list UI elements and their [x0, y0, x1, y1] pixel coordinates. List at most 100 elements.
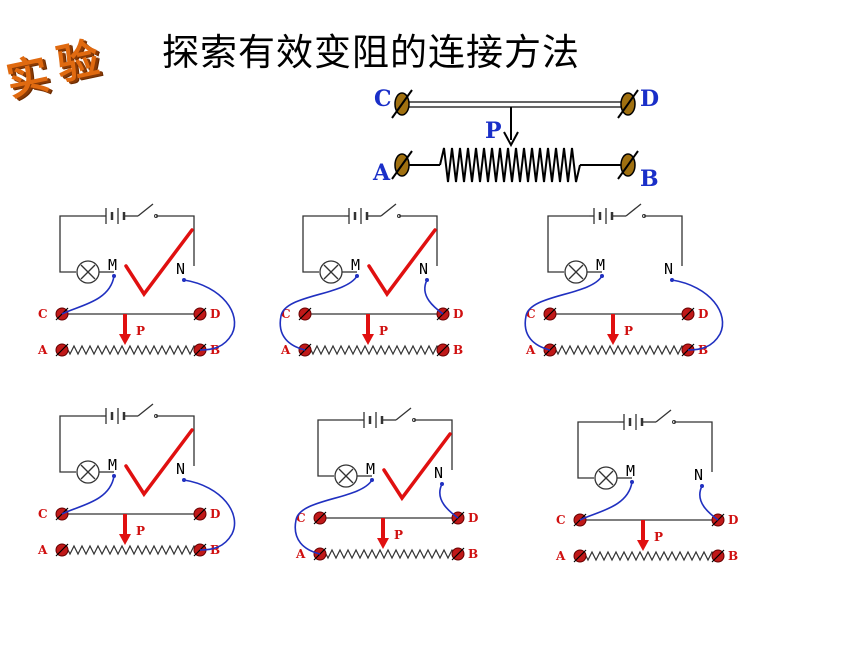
battery-icon: [101, 408, 138, 424]
battery-icon: [101, 208, 138, 224]
circuit-wire-left: [317, 419, 359, 477]
circuit-wire-left: [302, 215, 344, 273]
wire-n-to-d: [424, 279, 444, 315]
terminal-d: [193, 507, 207, 521]
circuit-wire-right: [644, 215, 683, 266]
label-b: B: [728, 549, 738, 563]
label-d: D: [453, 307, 463, 321]
label-n: N: [434, 464, 443, 482]
wire-m-to-a: [279, 275, 358, 351]
circuit-wire-left: [59, 415, 101, 473]
label-m: M: [366, 460, 375, 478]
label-c: C: [38, 507, 48, 521]
slider-p: [381, 518, 385, 540]
circuit-wire-left: [59, 215, 101, 273]
terminal-b: [436, 343, 450, 357]
terminal-b: [711, 549, 725, 563]
label-a: A: [555, 549, 566, 563]
wire-n-to-d: [439, 483, 459, 519]
lamp-icon: [76, 460, 114, 484]
label-a: A: [525, 343, 536, 357]
label-d: D: [698, 307, 708, 321]
battery-icon: [344, 208, 381, 224]
battery-icon: [359, 412, 396, 428]
label-m: M: [596, 256, 605, 274]
label-n: N: [176, 260, 185, 278]
terminal-c: [313, 511, 327, 525]
terminal-c: [298, 307, 312, 321]
label-p: P: [394, 528, 403, 542]
main-coil: [439, 147, 581, 183]
switch-icon: [395, 407, 416, 422]
main-terminal-b: [617, 150, 639, 180]
battery-icon: [619, 414, 656, 430]
switch-icon: [625, 203, 646, 218]
wire-m-to-a: [524, 275, 603, 351]
wire-n-to-b: [183, 479, 236, 551]
wire-m-to-c: [579, 481, 633, 521]
slider-p: [641, 520, 645, 542]
label-d: D: [210, 307, 220, 321]
check-mark-icon: [124, 428, 194, 498]
label-m: M: [626, 462, 635, 480]
label-m: M: [108, 456, 117, 474]
check-mark-icon: [124, 228, 194, 298]
page-title: 探索有效变阻的连接方法: [162, 31, 580, 74]
label-b: B: [698, 343, 708, 357]
circuit-wire-right: [399, 215, 438, 266]
label-a: A: [295, 547, 306, 561]
label-a: A: [37, 343, 48, 357]
check-mark-icon: [382, 432, 452, 502]
main-terminal-d: [617, 89, 639, 119]
switch-icon: [655, 409, 676, 424]
label-a: A: [280, 343, 291, 357]
wire-n-to-b: [671, 279, 724, 351]
slider-p: [123, 514, 127, 536]
wire-n-to-d: [699, 485, 719, 521]
wire-m-to-a: [294, 479, 373, 555]
terminal-a: [573, 549, 587, 563]
label-c: C: [296, 511, 306, 525]
check-mark-icon: [367, 228, 437, 298]
label-d: D: [210, 507, 220, 521]
label-n: N: [176, 460, 185, 478]
lamp-icon: [334, 464, 372, 488]
label-d: D: [728, 513, 738, 527]
terminal-a: [55, 543, 69, 557]
label-p: P: [654, 530, 663, 544]
battery-icon: [589, 208, 626, 224]
label-b: B: [210, 543, 220, 557]
label-d: D: [468, 511, 478, 525]
slider-p: [123, 314, 127, 336]
circuit-wire-left: [577, 421, 619, 479]
label-c: C: [526, 307, 536, 321]
main-label-b: B: [640, 166, 659, 192]
terminal-d: [681, 307, 695, 321]
label-b: B: [453, 343, 463, 357]
wire-m-to-c: [61, 475, 115, 515]
circuit-wire-right: [414, 419, 453, 470]
terminal-a: [55, 343, 69, 357]
wire-n-to-b: [183, 279, 236, 351]
label-b: B: [210, 343, 220, 357]
circuit-wire-left: [547, 215, 589, 273]
label-m: M: [351, 256, 360, 274]
slider-p: [366, 314, 370, 336]
circuit-wire-right: [156, 415, 195, 466]
coil-ab: [304, 344, 444, 356]
coil-ab: [61, 344, 201, 356]
switch-icon: [137, 403, 158, 418]
coil-ab: [61, 544, 201, 556]
terminal-c: [543, 307, 557, 321]
label-a: A: [37, 543, 48, 557]
label-p: P: [136, 324, 145, 338]
wire-m-to-c: [61, 275, 115, 315]
lamp-icon: [564, 260, 602, 284]
label-n: N: [694, 466, 703, 484]
